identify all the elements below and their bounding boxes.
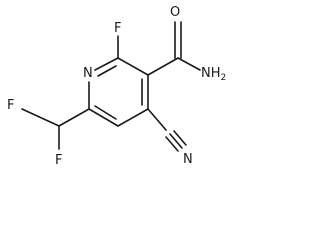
bond-n1-c2 xyxy=(94,57,119,71)
atom-nh-text: NH xyxy=(201,66,221,81)
bond-n1-c2-inner xyxy=(97,65,117,77)
bond-c2-c3 xyxy=(117,57,149,76)
atom-n-ring-label: N xyxy=(83,66,93,81)
atom-f-ring-label: F xyxy=(114,21,121,36)
atom-o-label: O xyxy=(170,5,180,20)
bond-triple-3 xyxy=(173,130,187,146)
molecule-structure: O NH2 F N F F N xyxy=(7,5,226,168)
bond-c3-carbonyl xyxy=(147,57,179,76)
bond-c4-c5 xyxy=(117,108,149,127)
bond-c6-chf2 xyxy=(58,108,90,127)
bond-carbonyl-n xyxy=(177,57,201,71)
bond-c5-c6 xyxy=(88,108,119,127)
atom-f-bottom-label: F xyxy=(55,153,62,168)
atom-n-nitrile-label: N xyxy=(183,152,193,167)
bond-c4-cn xyxy=(147,108,167,131)
atom-f-left-label: F xyxy=(7,98,14,113)
bond-triple-2 xyxy=(165,136,179,152)
bond-c5-c6-inner xyxy=(94,105,117,120)
structure-canvas: O NH2 F N F F N xyxy=(7,5,226,168)
atom-h-subscript: 2 xyxy=(221,73,227,83)
bond-triple-1 xyxy=(169,133,183,149)
bond-chf2-f-left xyxy=(21,108,60,127)
atom-nh2-label: NH2 xyxy=(201,66,226,83)
